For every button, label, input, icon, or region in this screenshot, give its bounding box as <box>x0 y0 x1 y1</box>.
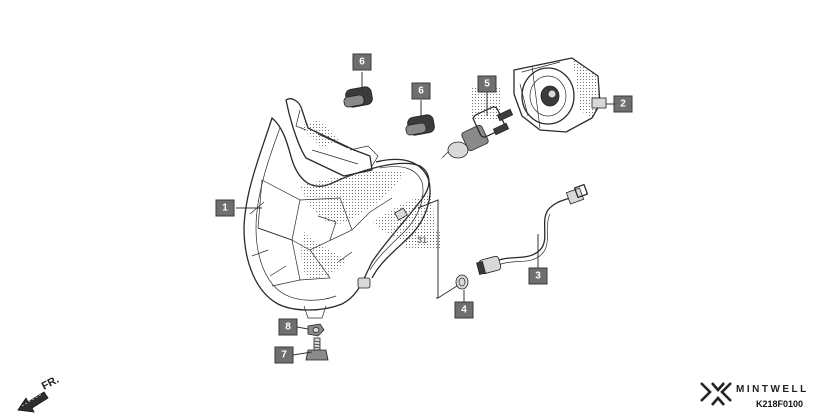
callout-label: 7 <box>281 350 287 361</box>
callout-label: 8 <box>285 322 291 333</box>
callout-2: 2 <box>613 95 633 113</box>
callout-8: 8 <box>278 318 298 336</box>
svg-text:31: 31 <box>417 235 427 245</box>
arrow-down-left-icon <box>17 391 49 413</box>
bolt <box>305 337 329 361</box>
direction-label: FR. <box>40 374 61 393</box>
callout-label: 3 <box>535 271 541 282</box>
callout-7: 7 <box>274 346 294 364</box>
position-light-socket <box>476 183 589 276</box>
mintwell-logo-icon <box>700 382 732 406</box>
headlight-assembly: 31 <box>243 98 440 319</box>
rubber-cap-right <box>405 114 435 136</box>
callout-4: 4 <box>454 301 474 319</box>
leader-bracket <box>417 199 461 299</box>
brand-name: MINTWELL <box>736 384 809 395</box>
callout-label: 6 <box>418 86 424 97</box>
position-bulb <box>455 274 469 290</box>
callout-label: 6 <box>359 57 365 68</box>
callout-label: 1 <box>222 203 228 214</box>
callout-label: 5 <box>484 79 490 90</box>
brand-mark: MINTWELL K218F0100 <box>698 378 833 412</box>
front-direction-indicator: FR. <box>17 374 61 413</box>
dust-cover <box>513 57 607 133</box>
rubber-cap-left <box>343 86 373 108</box>
diagram-code: K218F0100 <box>756 399 804 409</box>
callout-label: 4 <box>461 305 467 316</box>
callout-3: 3 <box>528 267 548 285</box>
callout-label: 2 <box>620 99 626 110</box>
nut <box>307 323 325 337</box>
callout-1: 1 <box>215 199 235 217</box>
callout-5: 5 <box>477 75 497 93</box>
leader-lines <box>236 72 614 356</box>
callout-6-left: 6 <box>352 53 372 71</box>
halogen-bulb <box>441 86 514 159</box>
callout-6-right: 6 <box>411 82 431 100</box>
